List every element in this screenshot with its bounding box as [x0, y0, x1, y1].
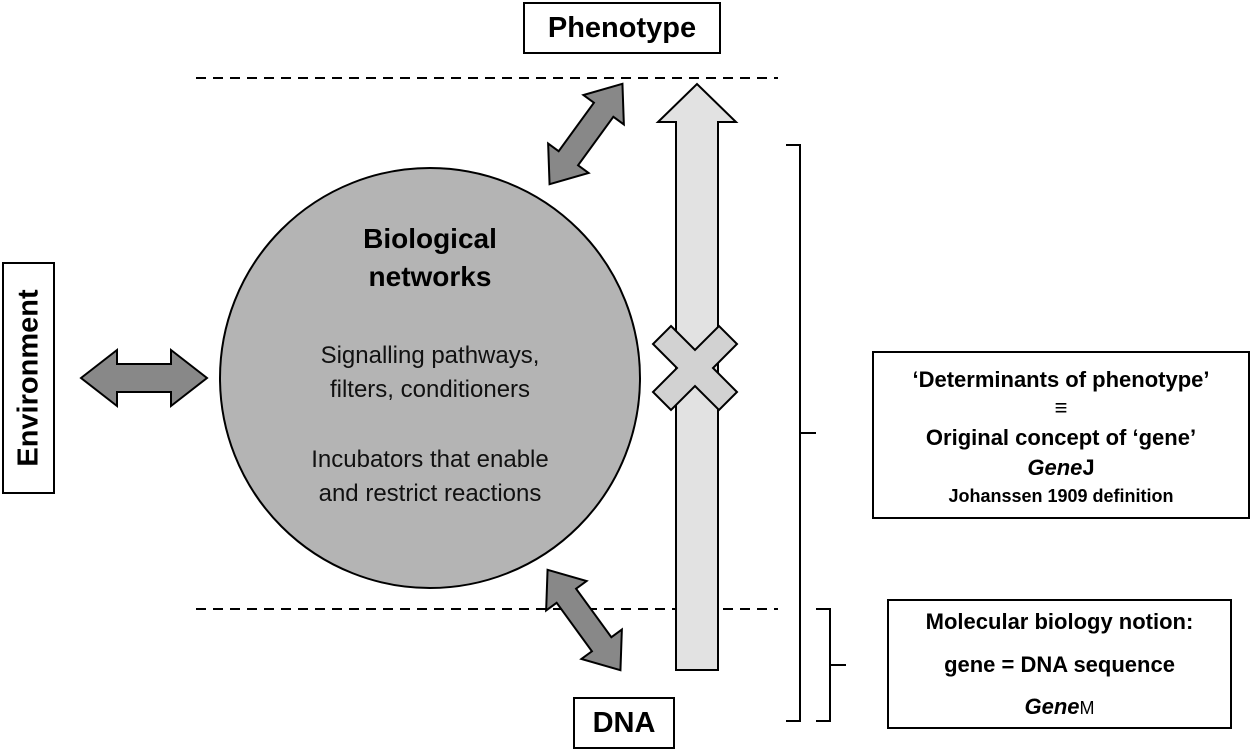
gene-m-label: GeneM — [889, 694, 1230, 720]
phenotype-label: Phenotype — [523, 2, 721, 54]
determinants-line1: ‘Determinants of phenotype’ — [912, 367, 1210, 392]
network-text-line2: filters, conditioners — [329, 376, 531, 403]
environment-label: Environment — [12, 289, 44, 467]
gene-j-italic: Gene — [1027, 455, 1083, 480]
gene-j-label: GeneJ — [874, 455, 1248, 481]
network-title-line2: networks — [368, 261, 492, 292]
molecular-line1: Molecular biology notion: — [925, 609, 1194, 634]
gene-j-suffix: J — [1082, 455, 1095, 480]
molecular-biology-box: Molecular biology notion: gene = DNA seq… — [887, 599, 1232, 729]
network-title-line1: Biological — [363, 223, 497, 254]
network-dna-double-arrow — [545, 568, 623, 672]
biological-networks-circle — [219, 167, 641, 589]
determinants-box: ‘Determinants of phenotype’ ≡ Original c… — [872, 351, 1250, 519]
molecular-bracket — [816, 608, 846, 722]
network-phenotype-double-arrow — [547, 82, 625, 186]
network-text-line3: Incubators that enable — [311, 446, 549, 473]
equivalence-symbol: ≡ — [1054, 395, 1068, 420]
environment-double-arrow — [79, 347, 209, 409]
blocked-x-mark — [651, 324, 739, 412]
molecular-line2: gene = DNA sequence — [944, 652, 1175, 677]
determinants-bracket — [786, 144, 816, 722]
network-text-line4: and restrict reactions — [318, 480, 542, 507]
dna-label: DNA — [573, 697, 675, 749]
johanssen-definition: Johanssen 1909 definition — [948, 486, 1174, 506]
network-title: Biological networks — [280, 220, 580, 296]
determinants-line3: Original concept of ‘gene’ — [925, 425, 1197, 450]
network-text-line1: Signalling pathways, — [320, 342, 540, 369]
gene-m-suffix: M — [1079, 698, 1095, 718]
gene-m-italic: Gene — [1024, 694, 1080, 719]
environment-box: Environment — [2, 262, 55, 494]
